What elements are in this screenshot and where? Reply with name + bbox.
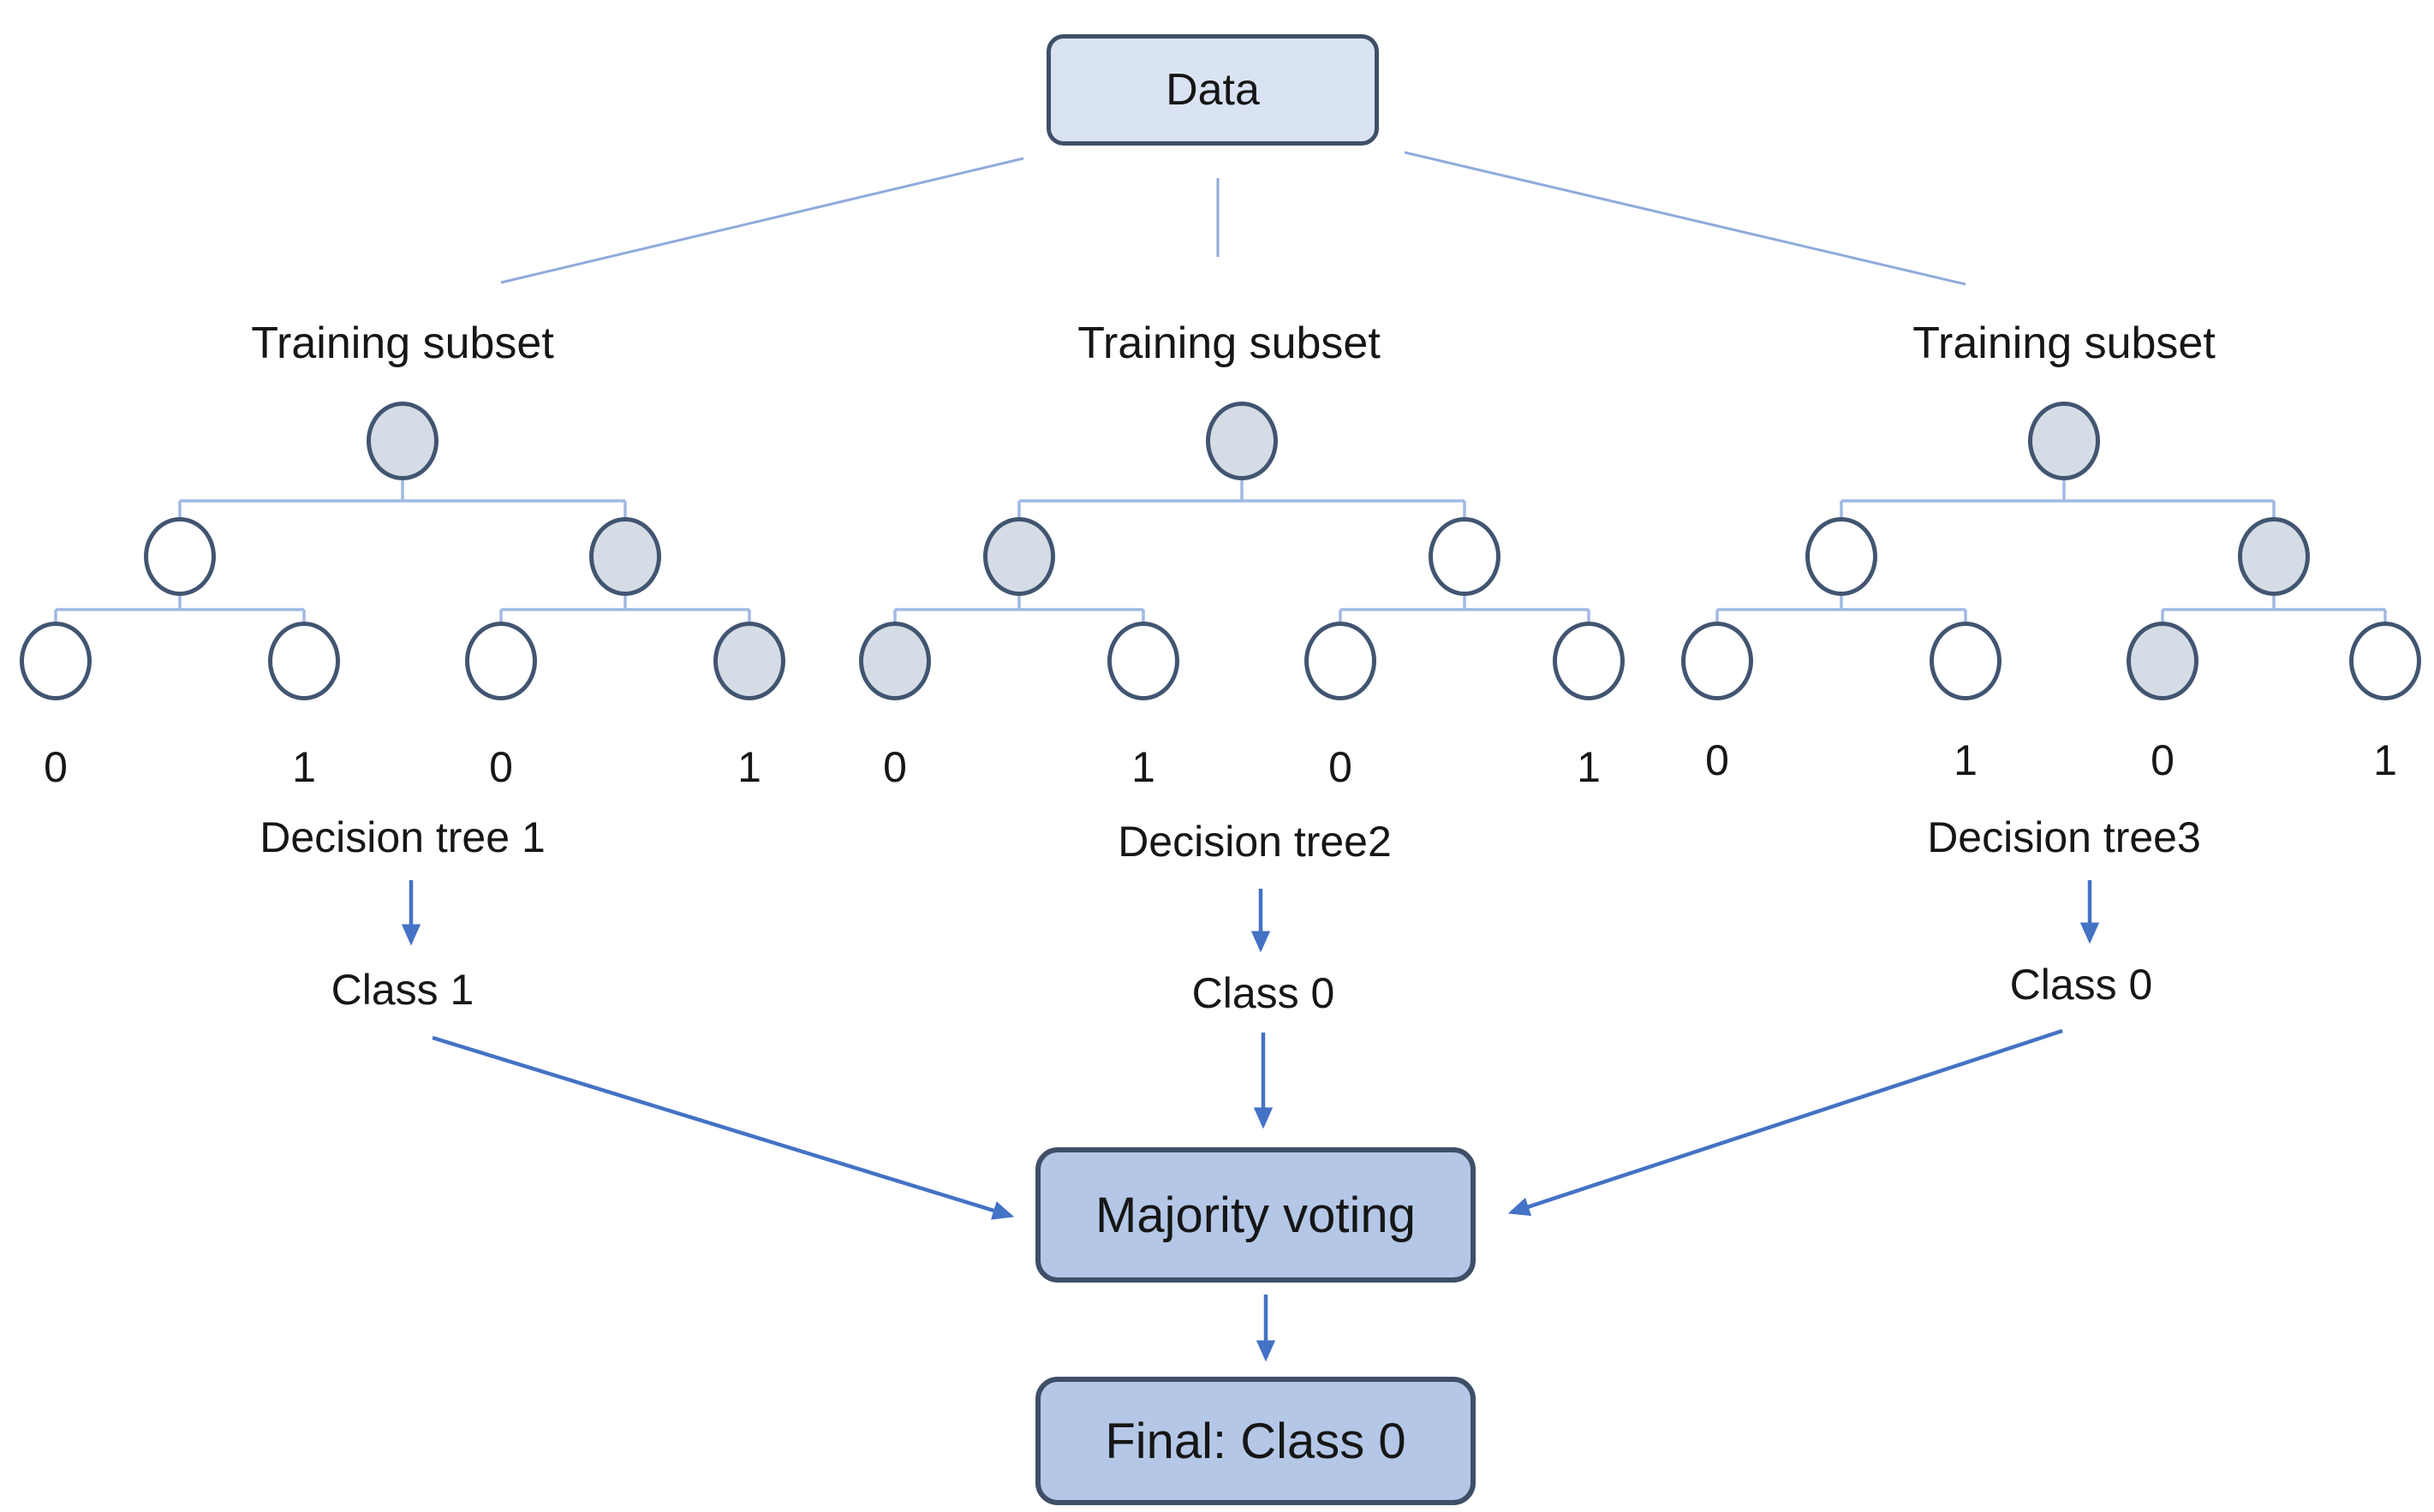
arrow-class1-to-majority: [432, 1035, 1015, 1220]
tree3-name-label: Decision tree3: [1927, 813, 2201, 861]
tree3-leaf-value-1: 0: [1705, 736, 1729, 784]
tree2-left-child-connector: [893, 596, 1145, 622]
tree3-right-child-connector: [2161, 596, 2387, 622]
tree1-leaf-value-2: 1: [292, 743, 316, 791]
tree1-left-child-node: [144, 517, 216, 596]
tree3-leaf-node-3: [2127, 622, 2198, 700]
tree2-leaf-node-3: [1304, 622, 1376, 700]
tree3-leaf-value-2: 1: [1954, 736, 1978, 784]
tree1-leaf-value-3: 0: [489, 743, 513, 791]
data-box: Data: [1047, 34, 1379, 146]
data-fanout-lines: [500, 151, 1966, 286]
tree3-leaf-node-4: [2349, 622, 2421, 700]
tree2-right-child-node: [1429, 517, 1500, 596]
tree2-class-label: Class 0: [1191, 969, 1335, 1017]
tree1-leaf-value-1: 0: [44, 743, 68, 791]
tree3-leaf-node-2: [1930, 622, 2001, 700]
tree1-right-child-node: [589, 517, 661, 596]
tree1-leaf-value-4: 1: [737, 743, 761, 791]
tree2-root-connector: [1017, 480, 1466, 518]
tree2-right-child-connector: [1339, 596, 1590, 622]
tree2-left-child-node: [983, 517, 1055, 596]
tree3-leaf-node-1: [1681, 622, 1753, 700]
tree2-leaf-node-2: [1107, 622, 1179, 700]
tree1-root-connector: [178, 480, 627, 518]
tree2-leaf-node-4: [1553, 622, 1625, 700]
tree3-root-connector: [1840, 480, 2276, 518]
tree3-leaf-value-3: 0: [2151, 736, 2174, 784]
final-class-label: Final: Class 0: [1105, 1413, 1406, 1469]
tree3-left-child-connector: [1715, 596, 1967, 622]
training-subset-label: Training subset: [1077, 318, 1381, 368]
tree2-leaf-node-1: [859, 622, 931, 700]
tree2-leaf-value-2: 1: [1131, 743, 1155, 791]
tree2-leaf-value-3: 0: [1328, 743, 1352, 791]
tree2-root-node: [1206, 402, 1278, 480]
tree2-leaf-value-1: 0: [883, 743, 907, 791]
tree3-leaf-value-4: 1: [2373, 736, 2397, 784]
tree3-left-child-node: [1805, 517, 1877, 596]
tree1-left-child-connector: [54, 596, 306, 622]
arrow-class0-right-to-majority: [1507, 1028, 2063, 1217]
tree2-leaf-value-4: 1: [1577, 743, 1601, 791]
tree3-right-child-node: [2238, 517, 2310, 596]
training-subset-label: Training subset: [1912, 318, 2216, 368]
tree1-right-child-connector: [499, 596, 751, 622]
data-box-label: Data: [1166, 65, 1260, 115]
tree1-class-label: Class 1: [331, 966, 474, 1014]
tree1-leaf-node-4: [713, 622, 785, 700]
tree1-root-node: [367, 402, 438, 480]
tree2-name-label: Decision tree2: [1118, 818, 1392, 866]
tree1-leaf-node-3: [465, 622, 537, 700]
tree3-class-label: Class 0: [2009, 961, 2153, 1009]
training-subset-label: Training subset: [251, 318, 554, 368]
tree1-leaf-node-1: [20, 622, 92, 700]
tree1-name-label: Decision tree 1: [260, 813, 546, 861]
majority-voting-label: Majority voting: [1095, 1187, 1416, 1243]
tree1-leaf-node-2: [268, 622, 340, 700]
tree3-root-node: [2028, 402, 2100, 480]
final-class-box: Final: Class 0: [1035, 1377, 1476, 1505]
majority-voting-box: Majority voting: [1035, 1147, 1476, 1283]
